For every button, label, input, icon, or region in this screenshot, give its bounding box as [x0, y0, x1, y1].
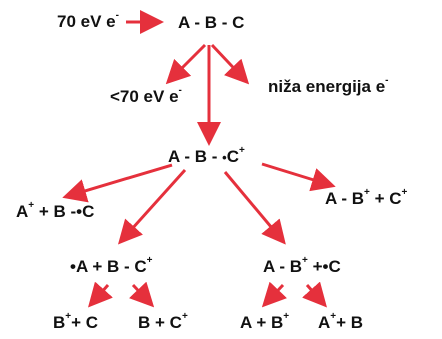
- arrow-to-b-plus: [88, 281, 113, 308]
- molecule-abc: A - B - C: [178, 13, 245, 32]
- fragment-ab-radical-c: A - B+ +•C: [263, 255, 341, 276]
- final-a-b-plus: A + B+: [240, 311, 290, 332]
- arrow-to-c-plus: [128, 281, 155, 308]
- arrow-to-low-energy: [165, 43, 207, 85]
- radical-cation: A - B - •C+: [168, 145, 245, 166]
- arrow-to-a-b-plus: [261, 281, 288, 308]
- lower-energy-label: niža energija e-: [268, 75, 389, 96]
- final-c-plus: B + C+: [138, 311, 188, 332]
- fragment-radical-a: •A + B - C+: [70, 255, 153, 276]
- arrow-to-ab-radical-c: [223, 171, 286, 245]
- final-b-plus: B++ C: [53, 311, 99, 332]
- arrow-to-lower-energy: [210, 43, 250, 85]
- electron-beam-label: 70 eV e-: [57, 10, 119, 31]
- arrow-to-radical-a: [117, 168, 187, 245]
- arrow-to-a-plus: [62, 163, 173, 203]
- arrow-to-ab-plus: [261, 162, 336, 192]
- final-a-plus-b: A++ B: [318, 311, 364, 332]
- arrow-to-a-plus-b: [302, 281, 327, 308]
- fragment-ab-plus: A - B+ + C+: [325, 187, 408, 208]
- fragment-a-plus: A+ + B -•C: [16, 200, 95, 221]
- low-energy-label: <70 eV e-: [110, 85, 182, 106]
